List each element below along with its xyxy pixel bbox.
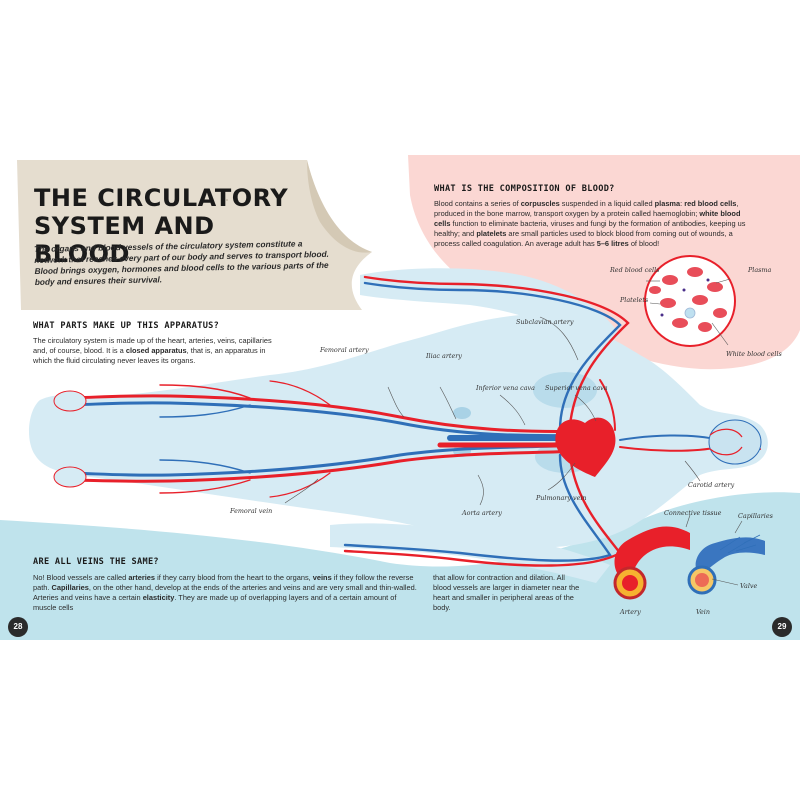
label-white-blood-cells: White blood cells <box>726 350 782 358</box>
veins-text-col1: No! Blood vessels are called arteries if… <box>33 573 417 612</box>
composition-heading: WHAT IS THE COMPOSITION OF BLOOD? <box>434 184 615 194</box>
label-superior-vena-cava: Superior vena cava <box>545 384 608 392</box>
book-spread <box>0 155 800 640</box>
paper-title-card <box>17 160 372 310</box>
veins-heading: ARE ALL VEINS THE SAME? <box>33 557 159 567</box>
intro-text: The organs and blood vessels of the circ… <box>34 238 329 287</box>
label-platelets: Platelets <box>620 296 649 304</box>
apparatus-text: The circulatory system is made up of the… <box>33 336 272 365</box>
composition-text: Blood contains a series of corpuscles su… <box>434 199 746 248</box>
label-capillaries: Capillaries <box>738 512 773 520</box>
background-shapes <box>0 155 800 640</box>
label-subclavian-artery: Subclavian artery <box>516 318 574 326</box>
label-plasma: Plasma <box>748 266 772 274</box>
page-number-right: 29 <box>772 617 792 637</box>
veins-text-col2: that allow for contraction and dilation.… <box>433 573 580 612</box>
label-valve: Valve <box>740 582 758 590</box>
label-iliac-artery: Iliac artery <box>426 352 462 360</box>
label-red-blood-cells: Red blood cells <box>610 266 660 274</box>
apparatus-heading: WHAT PARTS MAKE UP THIS APPARATUS? <box>33 321 220 331</box>
page-title: THE CIRCULATORY SYSTEM AND BLOOD <box>34 184 289 268</box>
page-number-left: 28 <box>8 617 28 637</box>
label-artery: Artery <box>620 608 641 616</box>
label-inferior-vena-cava: Inferior vena cava <box>476 384 535 392</box>
label-femoral-artery: Femoral artery <box>320 346 369 354</box>
label-pulmonary-vein: Pulmonary vein <box>536 494 587 502</box>
label-aorta-artery: Aorta artery <box>462 509 502 517</box>
label-femoral-vein: Femoral vein <box>230 507 273 515</box>
label-vein: Vein <box>696 608 710 616</box>
label-carotid-artery: Carotid artery <box>688 481 735 489</box>
label-connective-tissue: Connective tissue <box>664 509 722 517</box>
